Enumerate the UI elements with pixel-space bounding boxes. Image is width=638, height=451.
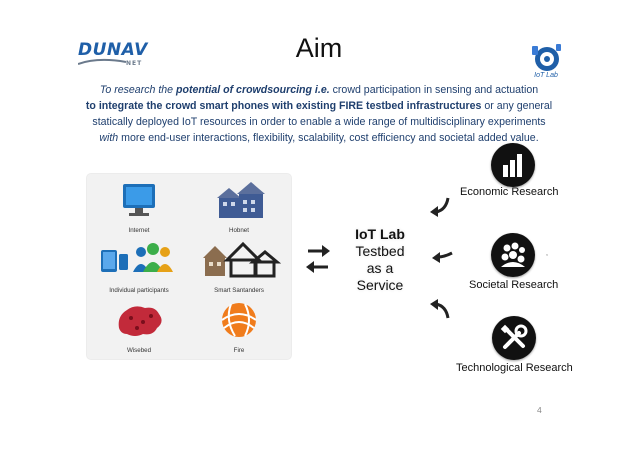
- iot-lab-logo: IoT Lab: [526, 40, 566, 86]
- stray-mark: ,: [546, 250, 548, 257]
- page-number: 4: [537, 405, 542, 415]
- intro-line-1-b: potential of crowdsourcing i.e.: [176, 84, 330, 96]
- tile-caption: Smart Santanders: [214, 287, 264, 294]
- dunav-logo: DUNAV NET: [78, 40, 158, 70]
- intro-line-1-a: To research the: [99, 84, 177, 96]
- intro-line-1-c: crowd participation in sensing and actua…: [329, 84, 539, 96]
- iot-lab-service-label: IoT Lab Testbed as a Service: [336, 226, 424, 294]
- city-houses-icon: [203, 241, 282, 278]
- iot-lab-line-2: Testbed: [355, 243, 405, 259]
- iot-lab-logo-icon: [532, 44, 561, 71]
- people-devices-icon: [101, 243, 173, 272]
- buildings-icon: [217, 182, 265, 218]
- dunav-logo-word: DUNAV: [78, 40, 148, 60]
- technological-research-circle: [492, 316, 536, 360]
- tile-wisebed: Wisebed: [95, 298, 183, 354]
- monitor-icon: [123, 184, 155, 216]
- arrow-from-societal-icon: [432, 251, 453, 263]
- iot-lab-logo-label: IoT Lab: [534, 72, 558, 79]
- iot-lab-line-3: as a: [366, 260, 394, 276]
- fire-globe-icon: [221, 303, 257, 337]
- tile-caption: Individual participants: [109, 287, 169, 294]
- technological-research-label: Technological Research: [456, 362, 573, 374]
- arrow-from-technological-icon: [430, 299, 450, 319]
- tile-caption: Wisebed: [126, 347, 152, 354]
- intro-line-4: with more end-user interactions, flexibi…: [66, 130, 572, 146]
- intro-line-2-b: or any general: [481, 100, 553, 112]
- economic-research-label: Economic Research: [460, 186, 559, 198]
- exchange-arrows-icon: [306, 245, 330, 273]
- intro-line-2: to integrate the crowd smart phones with…: [66, 98, 572, 114]
- iot-lab-line-4: Service: [356, 277, 404, 293]
- societal-research-label: Societal Research: [469, 279, 559, 291]
- testbed-grid: Internet Hobnet Individual: [87, 174, 291, 359]
- tile-caption: Fire: [233, 347, 245, 354]
- tile-smart-santanders: Smart Santanders: [195, 238, 283, 294]
- intro-line-4-a: with: [99, 132, 119, 144]
- tile-caption: Internet: [128, 227, 150, 234]
- tile-caption: Hobnet: [229, 227, 249, 234]
- dunav-logo-sub: NET: [126, 60, 143, 67]
- intro-paragraph: To research the potential of crowdsourci…: [66, 82, 572, 146]
- economic-research-circle: [491, 143, 535, 187]
- tile-fire: Fire: [195, 298, 283, 354]
- intro-line-2-a: to integrate the crowd smart phones with…: [85, 100, 482, 112]
- page-title: Aim: [295, 33, 343, 63]
- europe-map-icon: [118, 306, 162, 336]
- people-group-icon: [501, 242, 525, 267]
- tools-icon: [500, 324, 528, 349]
- iot-lab-line-1: IoT Lab: [355, 226, 405, 242]
- bar-chart-icon: [503, 154, 522, 177]
- tile-internet: Internet: [95, 178, 183, 234]
- societal-research-circle: [491, 233, 535, 277]
- dunav-swoosh-icon: [78, 58, 127, 65]
- intro-line-3: statically deployed IoT resources in ord…: [92, 116, 546, 128]
- tile-hobnet: Hobnet: [195, 178, 283, 234]
- arrow-from-economic-icon: [430, 197, 450, 217]
- intro-line-4-b: more end-user interactions, flexibility,…: [118, 132, 539, 144]
- tile-individual-participants: Individual participants: [95, 238, 183, 294]
- intro-line-1: To research the potential of crowdsourci…: [66, 82, 572, 98]
